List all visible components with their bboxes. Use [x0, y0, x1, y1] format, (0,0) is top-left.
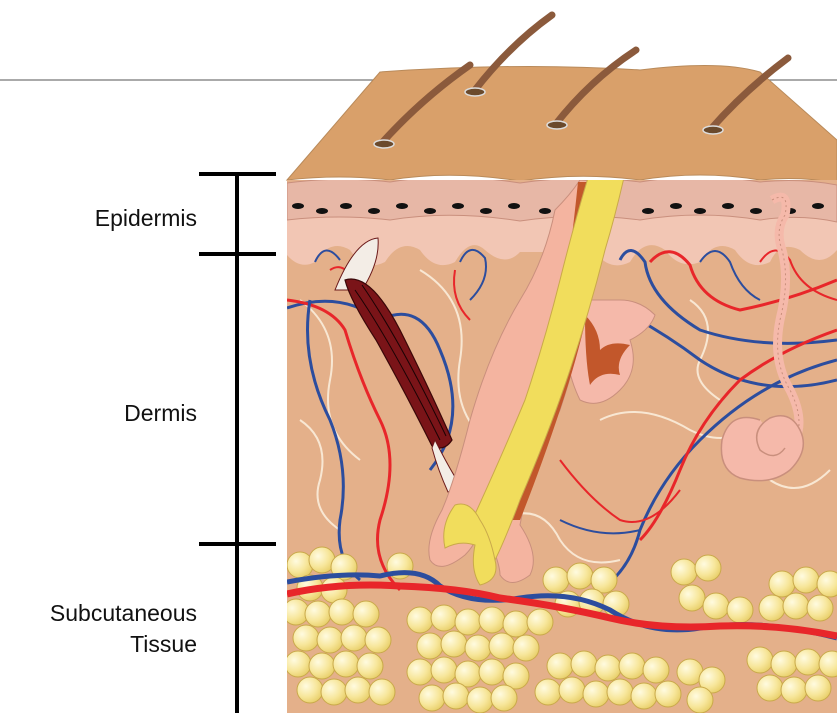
- subcutaneous-tissue-label: Subcutaneous Tissue: [50, 598, 197, 660]
- epidermis-label: Epidermis: [95, 203, 197, 234]
- dermis-label: Dermis: [124, 398, 197, 429]
- layer-bracket: [199, 172, 276, 713]
